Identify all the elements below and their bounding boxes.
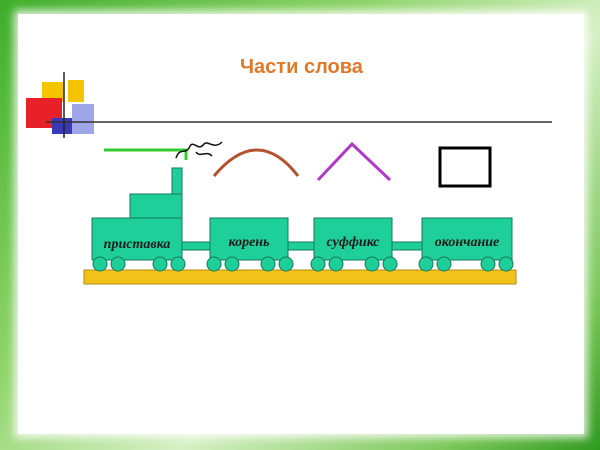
wheel (498, 256, 514, 272)
slide-title: Части слова (240, 56, 363, 78)
yellow-square (42, 82, 64, 102)
wheels (92, 256, 514, 272)
ending-symbol (438, 146, 492, 188)
wheel (278, 256, 294, 272)
blue-square (52, 118, 72, 134)
wheel (110, 256, 126, 272)
decorative-squares (26, 72, 94, 138)
lavender-square (72, 104, 94, 134)
root-symbol (212, 148, 300, 177)
prefix-symbol (104, 148, 188, 160)
wagon-label-ending: окончание (435, 235, 499, 250)
coupler (287, 241, 315, 251)
wagon-root (209, 217, 289, 261)
chimney (171, 167, 183, 197)
wheel (260, 256, 276, 272)
wagon-label-root: корень (229, 235, 270, 250)
wheel (224, 256, 240, 272)
yellow-square (68, 80, 84, 102)
wheel (436, 256, 452, 272)
wheel (310, 256, 326, 272)
wheel (480, 256, 496, 272)
rail (83, 269, 517, 285)
wheel (92, 256, 108, 272)
wagon-label-prefix: приставка (104, 237, 171, 252)
coupler (179, 241, 211, 251)
wheel (382, 256, 398, 272)
wheel (152, 256, 168, 272)
suffix-symbol (316, 141, 392, 182)
smoke-icon (175, 141, 223, 159)
wagon-label-suffix: суффикс (327, 235, 381, 250)
wagon-prefix (91, 217, 183, 261)
wheel (364, 256, 380, 272)
wheel (170, 256, 186, 272)
cab (129, 193, 183, 221)
wheel (418, 256, 434, 272)
wheel (328, 256, 344, 272)
coupler (391, 241, 423, 251)
locomotive (91, 167, 183, 261)
wheel (206, 256, 222, 272)
wagon-suffix (313, 217, 393, 261)
wagon-ending (421, 217, 513, 261)
